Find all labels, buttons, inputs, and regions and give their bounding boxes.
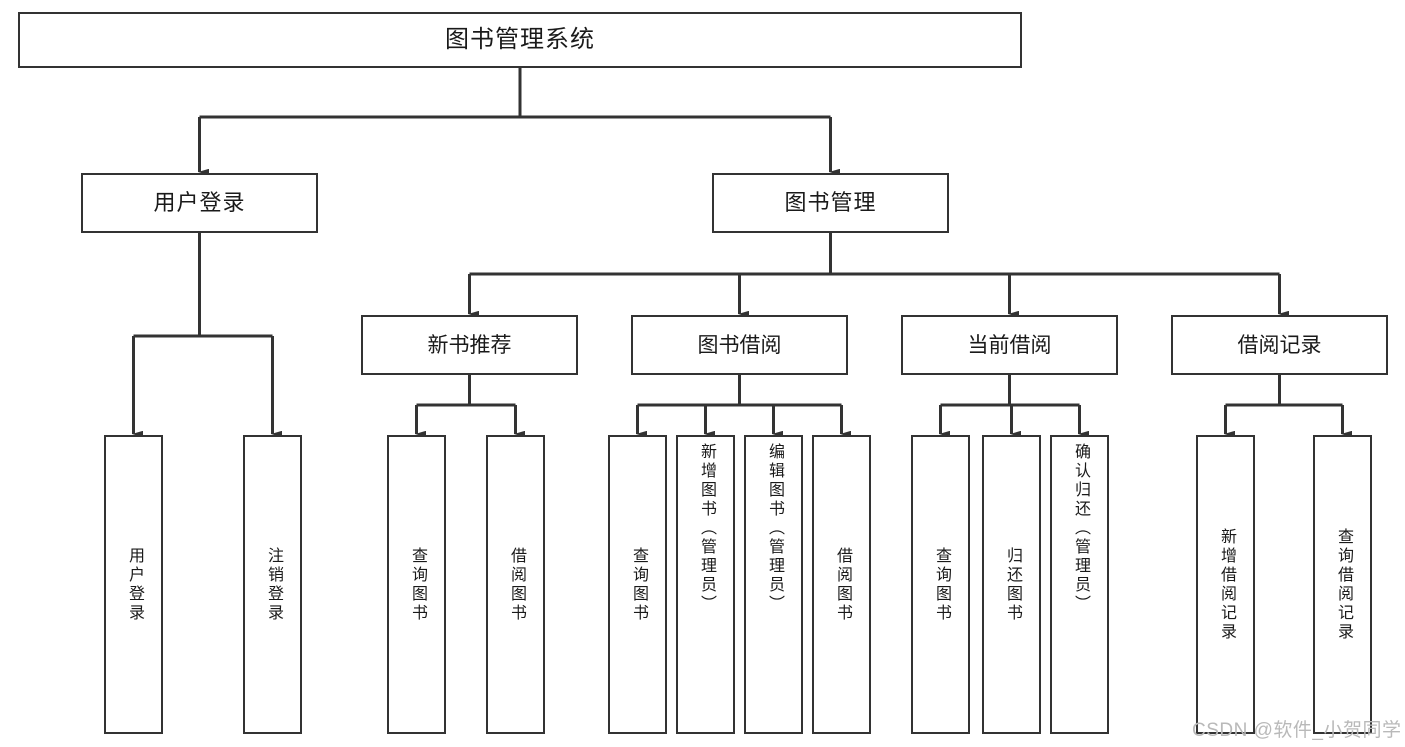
node-label: 查询图书 [408,546,426,623]
node-label: 用户登录 [125,546,143,623]
node-leaf-add-book[interactable]: 新增图书（管理员） [676,435,735,734]
node-leaf-user-login[interactable]: 用户登录 [104,435,163,734]
node-label: 图书管理系统 [445,26,595,53]
node-book-manage[interactable]: 图书管理 [712,173,949,233]
node-label: 用户登录 [153,190,246,215]
node-label: 当前借阅 [967,333,1052,357]
node-leaf-query-book-1[interactable]: 查询图书 [387,435,446,734]
node-label: 编辑图书（管理员） [765,443,783,614]
node-leaf-add-record[interactable]: 新增借阅记录 [1196,435,1255,734]
node-leaf-borrow-book-1[interactable]: 借阅图书 [486,435,545,734]
node-label: 查询图书 [629,546,647,623]
node-label: 借阅图书 [833,546,851,623]
node-current-borrow[interactable]: 当前借阅 [901,315,1118,375]
node-label: 图书借阅 [697,333,782,357]
node-user-login[interactable]: 用户登录 [81,173,318,233]
node-leaf-query-book-3[interactable]: 查询图书 [911,435,970,734]
node-label: 查询借阅记录 [1334,527,1352,642]
node-leaf-logout[interactable]: 注销登录 [243,435,302,734]
node-label: 新增借阅记录 [1217,527,1235,642]
csdn-watermark: CSDN @软件_小贺同学 [1192,720,1402,741]
node-borrow-record[interactable]: 借阅记录 [1171,315,1388,375]
node-label: 借阅图书 [507,546,525,623]
node-leaf-confirm-return[interactable]: 确认归还（管理员） [1050,435,1109,734]
node-label: 新书推荐 [427,333,512,357]
node-leaf-borrow-book-2[interactable]: 借阅图书 [812,435,871,734]
node-leaf-edit-book[interactable]: 编辑图书（管理员） [744,435,803,734]
node-label: 查询图书 [932,546,950,623]
node-label: 注销登录 [264,546,282,623]
node-label: 新增图书（管理员） [697,443,715,614]
node-label: 归还图书 [1003,546,1021,623]
node-leaf-query-book-2[interactable]: 查询图书 [608,435,667,734]
node-label: 借阅记录 [1237,333,1322,357]
node-label: 图书管理 [784,190,877,215]
node-leaf-query-record[interactable]: 查询借阅记录 [1313,435,1372,734]
node-leaf-return-book[interactable]: 归还图书 [982,435,1041,734]
node-root[interactable]: 图书管理系统 [18,12,1022,68]
node-book-borrow[interactable]: 图书借阅 [631,315,848,375]
node-new-book-rec[interactable]: 新书推荐 [361,315,578,375]
node-label: 确认归还（管理员） [1071,443,1089,614]
